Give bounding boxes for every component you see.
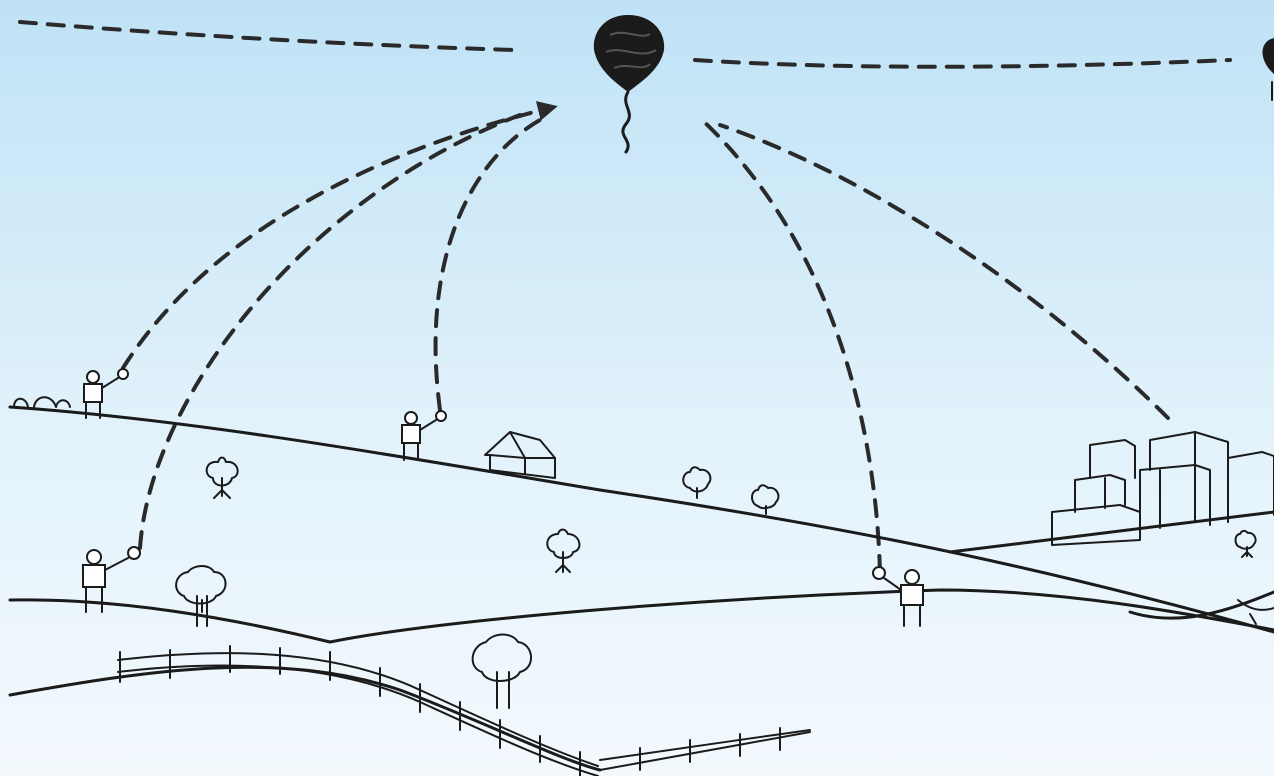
- balloon-network-illustration: [0, 0, 1274, 776]
- sky-background: [0, 0, 1274, 776]
